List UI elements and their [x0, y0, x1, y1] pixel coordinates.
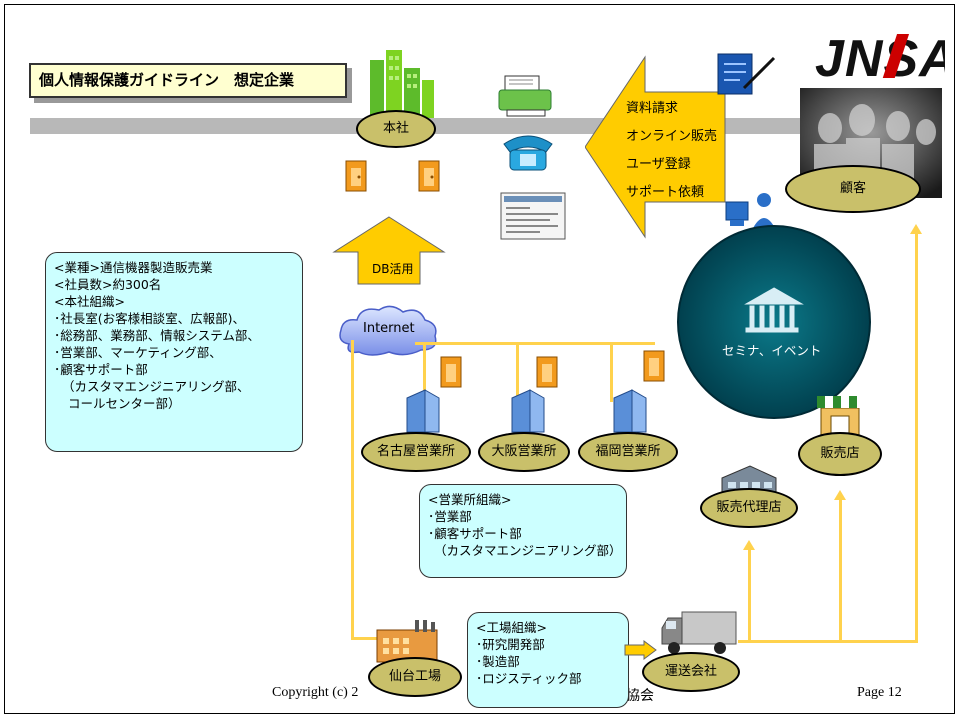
company-info-line: ･顧客サポート部: [54, 362, 148, 377]
company-info-line: <本社組織>: [54, 294, 125, 309]
node-unso: 運送会社: [642, 652, 740, 692]
branch-info-line: ･営業部: [428, 509, 472, 524]
node-osaka: 大阪営業所: [478, 432, 570, 472]
factory-info-line: ･ロジスティック部: [476, 671, 582, 686]
connector-line: [423, 342, 426, 402]
footer-copyright: Copyright (c) 2: [272, 685, 359, 700]
shop-icon: [817, 396, 863, 437]
seminar-circle: [677, 225, 871, 419]
door-icon: [440, 356, 462, 388]
connector-line: [351, 637, 381, 640]
branch-info-box: <営業所組織> ･営業部 ･顧客サポート部 （カスタマエンジニアリング部）: [419, 484, 627, 578]
door-icon: [536, 356, 558, 388]
channel-item: サポート依頼: [626, 185, 705, 200]
node-kokyaku: 顧客: [785, 165, 921, 213]
phone-icon: [503, 135, 553, 171]
truck-icon: [661, 611, 737, 654]
slide-frame: [4, 4, 955, 714]
company-info-line: ･営業部、マーケティング部、: [54, 345, 222, 360]
seminar-label: セミナ、イベント: [722, 343, 822, 358]
arrow-head: [834, 490, 846, 500]
channel-item: オンライン販売: [626, 129, 718, 144]
factory-to-truck-arrow: [624, 640, 657, 660]
internet-cloud-icon: [339, 305, 437, 356]
branch-info-line: ･顧客サポート部: [428, 526, 522, 541]
document-signing-icon: [717, 53, 776, 95]
node-hanbaiten: 販売店: [798, 432, 882, 476]
db-label: DB活用: [372, 262, 414, 276]
fax-icon: [498, 75, 552, 117]
arrow-head: [910, 224, 922, 234]
company-info-line: <社員数>約300名: [54, 277, 162, 292]
webpage-icon: [500, 192, 566, 240]
office-building-icon: [613, 389, 647, 433]
connector-line: [516, 342, 519, 402]
factory-info-box: <工場組織> ･研究開発部 ･製造部 ･ロジスティック部: [467, 612, 629, 708]
channel-item: ユーザ登録: [626, 157, 691, 172]
company-info-box: <業種>通信機器製造販売業 <社員数>約300名 <本社組織> ･社長室(お客様…: [45, 252, 303, 452]
arrow-head: [743, 540, 755, 550]
factory-info-line: <工場組織>: [476, 620, 547, 635]
logo-text: JNSA: [815, 30, 945, 84]
footer-page-number: Page 12: [857, 685, 902, 700]
node-honsha: 本社: [356, 110, 436, 148]
building-icon: [370, 50, 434, 118]
branch-info-line: <営業所組織>: [428, 492, 512, 507]
logo-accent: [882, 34, 910, 78]
connector-line: [738, 640, 918, 643]
hall-icon: [744, 287, 804, 333]
factory-info-line: ･製造部: [476, 654, 520, 669]
office-building-icon: [511, 389, 545, 433]
node-fukuoka: 福岡営業所: [578, 432, 678, 472]
branch-info-line: （カスタマエンジニアリング部）: [434, 543, 622, 558]
connector-line: [351, 340, 354, 640]
connector-line: [415, 342, 655, 345]
office-building-icon: [406, 389, 440, 433]
factory-info-line: ･研究開発部: [476, 637, 545, 652]
node-sendai: 仙台工場: [368, 657, 462, 697]
company-info-line: ･社長室(お客様相談室、広報部)、: [54, 311, 246, 326]
company-info-line: （カスタマエンジニアリング部、: [62, 379, 250, 394]
internet-label: Internet: [363, 321, 415, 336]
connector-line: [748, 548, 751, 641]
door-icon: [418, 160, 440, 192]
door-icon: [345, 160, 367, 192]
company-info-line: <業種>通信機器製造販売業: [54, 260, 213, 275]
company-info-line: コールセンター部）: [68, 396, 181, 411]
channels-arrow: [585, 55, 726, 239]
node-dairiten: 販売代理店: [700, 488, 798, 528]
slide-title: 個人情報保護ガイドライン 想定企業: [29, 63, 347, 98]
door-icon: [643, 350, 665, 382]
company-info-line: ･総務部、業務部、情報システム部、: [54, 328, 260, 343]
channels-list: 資料請求 オンライン販売 ユーザ登録 サポート依頼: [626, 95, 717, 207]
connector-line: [915, 232, 918, 642]
channel-item: 資料請求: [626, 101, 679, 116]
connector-line: [839, 498, 842, 641]
node-nagoya: 名古屋営業所: [361, 432, 471, 472]
jnsa-logo: JNSA: [815, 30, 945, 84]
connector-line: [610, 342, 613, 402]
db-arrow: [332, 216, 446, 285]
